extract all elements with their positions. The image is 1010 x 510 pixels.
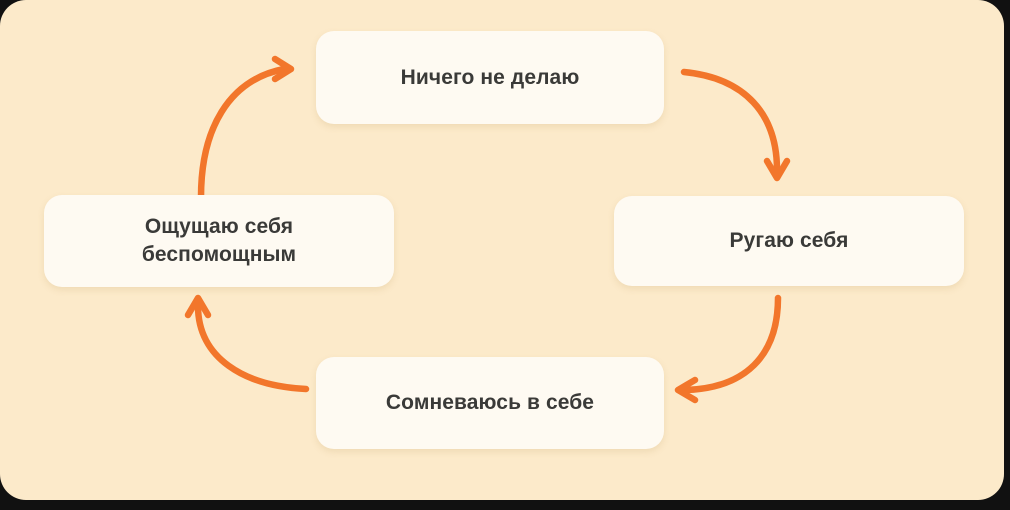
cycle-node-right: Ругаю себя bbox=[614, 196, 964, 286]
cycle-node-left-label: Ощущаю себя беспомощным bbox=[141, 215, 297, 266]
cycle-node-top-label: Ничего не делаю bbox=[400, 65, 580, 89]
diagram-card: Ничего не делаю Ругаю себя Сомневаюсь в … bbox=[0, 0, 1004, 500]
cycle-node-bottom-label: Сомневаюсь в себе bbox=[385, 391, 595, 415]
arrow-top-right bbox=[680, 68, 791, 182]
cycle-node-left: Ощущаю себя беспомощным bbox=[44, 195, 394, 287]
cycle-node-top: Ничего не делаю bbox=[316, 31, 664, 124]
arrow-top-left bbox=[197, 55, 295, 201]
cycle-node-right-label: Ругаю себя bbox=[729, 229, 849, 253]
arrow-bottom-left bbox=[184, 294, 310, 393]
arrow-bottom-right bbox=[674, 294, 782, 404]
cycle-node-bottom: Сомневаюсь в себе bbox=[316, 357, 664, 449]
cycle-diagram: Ничего не делаю Ругаю себя Сомневаюсь в … bbox=[44, 31, 964, 449]
